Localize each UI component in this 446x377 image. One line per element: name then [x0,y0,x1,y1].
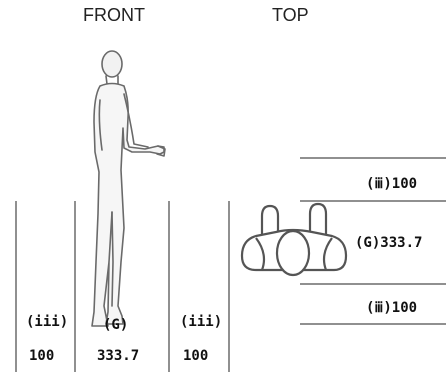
front-zone-dimension-center: 333.7 [97,348,140,364]
front-zone-code-left: (iii) [26,314,69,330]
front-zone-dividers [15,201,230,372]
front-zone-code-right: (iii) [180,314,223,330]
front-zone-dimension-left: 100 [29,348,55,364]
top-view-title: TOP [272,5,309,25]
top-zone-dividers [300,157,446,325]
top-zone-label-lower: (ⅲ)100 [366,300,418,316]
human-figure-top-icon [240,202,348,277]
front-zone-code-center: (G) [103,317,129,333]
front-zone-dimension-right: 100 [183,348,209,364]
top-zone-label-upper: (ⅲ)100 [366,176,418,192]
human-figure-front-icon [91,50,166,327]
top-zone-label-center: (G)333.7 [355,235,423,251]
front-view-title: FRONT [83,5,145,25]
